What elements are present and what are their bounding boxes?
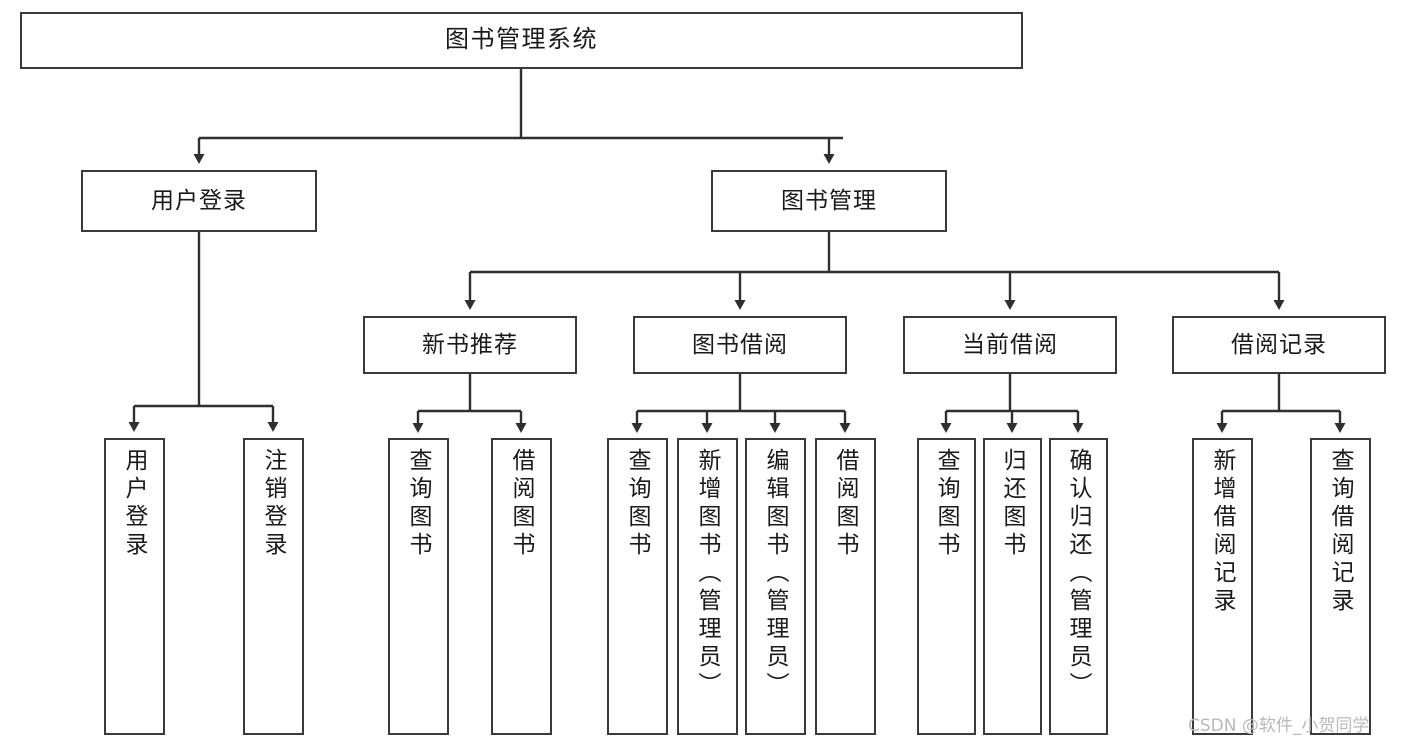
csdn-watermark: CSDN @软件_小贺同学 xyxy=(1188,716,1370,736)
node-book-borrowing[interactable]: 图书借阅 xyxy=(633,316,847,374)
node-leaf-query-book-recommend[interactable]: 查询图书 xyxy=(388,438,449,735)
node-root-book-management-system[interactable]: 图书管理系统 xyxy=(20,12,1023,69)
node-label: 借阅图书 xyxy=(509,448,535,560)
node-leaf-query-borrow-record[interactable]: 查询借阅记录 xyxy=(1310,438,1371,735)
node-leaf-confirm-return-admin[interactable]: 确认归还（管理员） xyxy=(1049,438,1108,735)
node-user-login[interactable]: 用户登录 xyxy=(81,170,317,232)
node-leaf-edit-book-admin[interactable]: 编辑图书（管理员） xyxy=(745,438,806,735)
node-label: 归还图书 xyxy=(1000,448,1026,560)
node-label: 借阅图书 xyxy=(833,448,859,560)
node-label: 注销登录 xyxy=(261,448,287,560)
node-new-book-recommendation[interactable]: 新书推荐 xyxy=(363,316,577,374)
node-leaf-logout[interactable]: 注销登录 xyxy=(243,438,304,735)
node-label: 借阅记录 xyxy=(1231,331,1327,358)
node-current-borrowing[interactable]: 当前借阅 xyxy=(903,316,1117,374)
node-label: 查询借阅记录 xyxy=(1328,448,1354,616)
node-leaf-query-book-current[interactable]: 查询图书 xyxy=(917,438,976,735)
node-borrowing-record[interactable]: 借阅记录 xyxy=(1172,316,1386,374)
node-leaf-return-book[interactable]: 归还图书 xyxy=(983,438,1042,735)
node-leaf-add-borrow-record[interactable]: 新增借阅记录 xyxy=(1192,438,1253,735)
node-label: 用户登录 xyxy=(151,187,247,214)
node-label: 查询图书 xyxy=(406,448,432,560)
node-leaf-borrow-book-recommend[interactable]: 借阅图书 xyxy=(491,438,552,735)
node-book-management[interactable]: 图书管理 xyxy=(711,170,947,232)
node-label: 查询图书 xyxy=(934,448,960,560)
node-label: 图书管理系统 xyxy=(445,26,598,54)
node-label: 查询图书 xyxy=(625,448,651,560)
node-label: 编辑图书（管理员） xyxy=(763,448,789,700)
node-label: 图书管理 xyxy=(781,187,877,214)
node-leaf-user-login[interactable]: 用户登录 xyxy=(104,438,165,735)
node-label: 当前借阅 xyxy=(962,331,1058,358)
node-label: 新书推荐 xyxy=(422,331,518,358)
node-leaf-query-book-borrow[interactable]: 查询图书 xyxy=(607,438,668,735)
node-leaf-borrow-book[interactable]: 借阅图书 xyxy=(815,438,876,735)
node-label: 新增图书（管理员） xyxy=(695,448,721,700)
node-label: 新增借阅记录 xyxy=(1210,448,1236,616)
node-label: 用户登录 xyxy=(122,448,148,560)
node-label: 确认归还（管理员） xyxy=(1066,448,1092,700)
node-label: 图书借阅 xyxy=(692,331,788,358)
node-leaf-add-book-admin[interactable]: 新增图书（管理员） xyxy=(677,438,738,735)
